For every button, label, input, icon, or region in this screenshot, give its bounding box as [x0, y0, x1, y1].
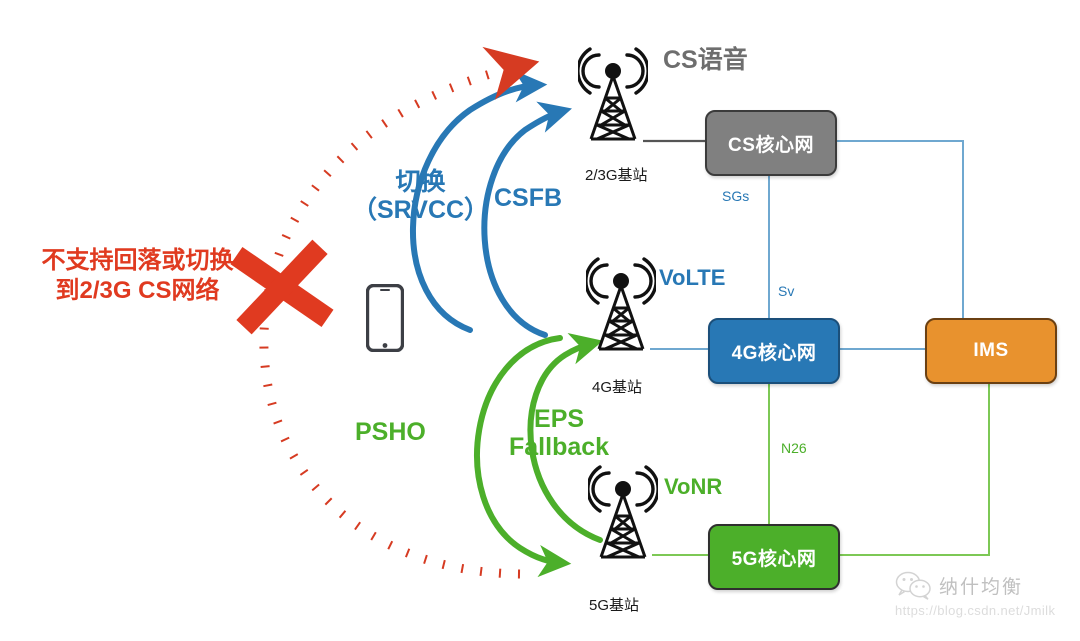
label-volte: VoLTE: [659, 265, 726, 290]
tower-4g-icon: [586, 257, 656, 351]
tower-23g-label: 2/3G基站: [585, 167, 648, 184]
tower-5g-label: 5G基站: [589, 597, 640, 614]
arrow-csfb: [481, 101, 572, 338]
label-srvcc-line-2: （SRVCC）: [352, 196, 490, 224]
node-4g-core-label: 4G核心网: [731, 342, 817, 364]
line-ims-to-5gcore: [836, 380, 990, 556]
watermark-url: https://blog.csdn.net/Jmilk: [895, 603, 1056, 618]
label-eps-fallback: EPS Fallback: [509, 405, 609, 461]
tower-4g-label: 4G基站: [592, 379, 643, 396]
node-ims-label: IMS: [973, 340, 1009, 361]
label-interface-sgs: SGs: [722, 188, 750, 204]
diagram-title: CS语音: [663, 46, 748, 74]
label-interface-n26: N26: [781, 440, 807, 456]
node-cs-core-label: CS核心网: [728, 134, 814, 156]
label-psho: PSHO: [355, 418, 426, 446]
tower-5g-icon: [588, 465, 658, 559]
wechat-icon: [895, 571, 931, 600]
watermark: 纳什均衡 https://blog.csdn.net/Jmilk: [895, 570, 1055, 618]
node-5g-core[interactable]: 5G核心网: [708, 524, 840, 590]
tower-23g-icon: [578, 47, 648, 141]
watermark-name: 纳什均衡: [939, 576, 1024, 598]
label-interface-sv: Sv: [778, 283, 795, 299]
node-4g-core[interactable]: 4G核心网: [708, 318, 840, 384]
smartphone-icon: [366, 284, 404, 352]
label-vonr: VoNR: [664, 474, 723, 499]
node-5g-core-label: 5G核心网: [731, 548, 817, 570]
label-srvcc-line-1: 切换: [395, 168, 446, 196]
label-eps-fallback-line-1: EPS: [534, 405, 585, 433]
label-srvcc: 切换 （SRVCC）: [352, 168, 489, 224]
warning-line-2: 到2/3G CS网络: [55, 277, 220, 304]
red-x-icon: [230, 239, 334, 335]
label-csfb: CSFB: [494, 184, 563, 212]
arrow-psho: [474, 335, 572, 578]
line-cscore-to-ims: [833, 140, 964, 318]
node-cs-core[interactable]: CS核心网: [705, 110, 837, 176]
node-ims[interactable]: IMS: [925, 318, 1057, 384]
label-eps-fallback-line-2: Fallback: [509, 433, 610, 461]
warning-text: 不支持回落或切换 到2/3G CS网络: [30, 246, 245, 306]
warning-line-1: 不支持回落或切换: [41, 247, 234, 274]
arrow-eps-fallback: [527, 333, 604, 543]
